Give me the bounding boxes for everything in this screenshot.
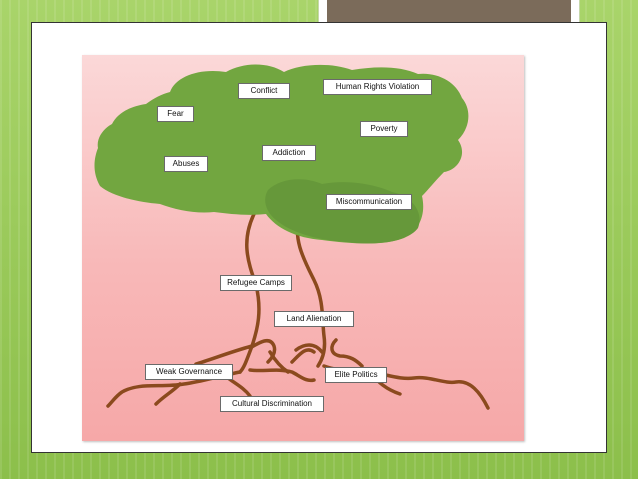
label-fear: Fear (157, 106, 194, 122)
label-abuses: Abuses (164, 156, 208, 172)
label-human-rights-violation: Human Rights Violation (323, 79, 432, 95)
label-cultural-discrimination: Cultural Discrimination (220, 396, 324, 412)
label-miscommunication: Miscommunication (326, 194, 412, 210)
label-addiction: Addiction (262, 145, 316, 161)
label-land-alienation: Land Alienation (274, 311, 354, 327)
label-weak-governance: Weak Governance (145, 364, 233, 380)
label-conflict: Conflict (238, 83, 290, 99)
label-poverty: Poverty (360, 121, 408, 137)
label-elite-politics: Elite Politics (325, 367, 387, 383)
label-refugee-camps: Refugee Camps (220, 275, 292, 291)
